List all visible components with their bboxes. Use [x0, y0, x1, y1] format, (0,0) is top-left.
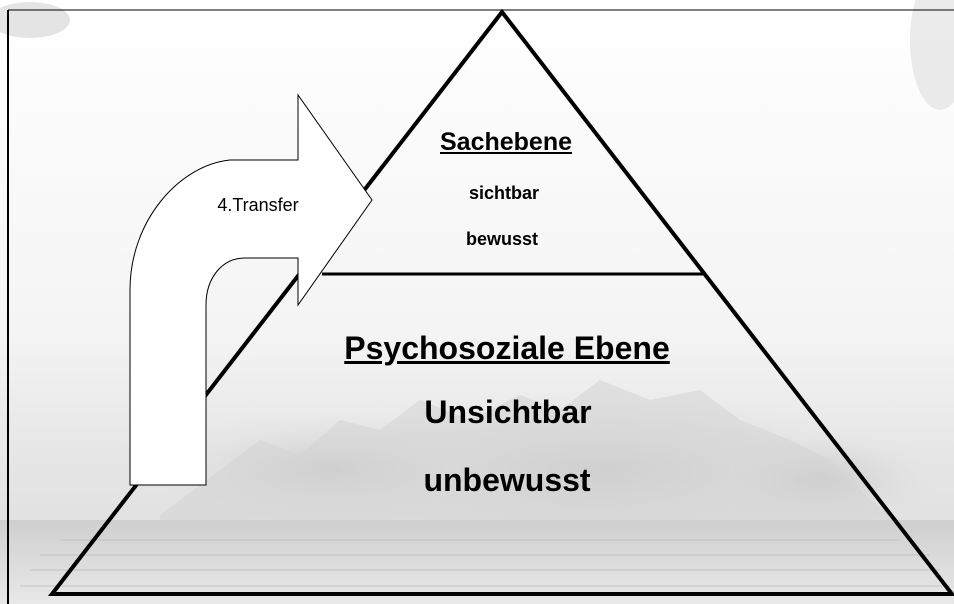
pyramid-triangle: [47, 8, 954, 596]
bottom-level-visibility: Unsichtbar: [424, 394, 592, 430]
transfer-arrow: [129, 93, 373, 486]
top-level-title: Sachebene: [439, 128, 573, 156]
arrow-label: 4.Transfer: [217, 195, 299, 215]
bottom-level-title: Psychosoziale Ebene: [344, 330, 670, 366]
top-level-awareness: bewusst: [465, 229, 539, 249]
bottom-level-awareness: unbewusst: [423, 462, 591, 498]
top-level-visibility: sichtbar: [468, 183, 540, 203]
